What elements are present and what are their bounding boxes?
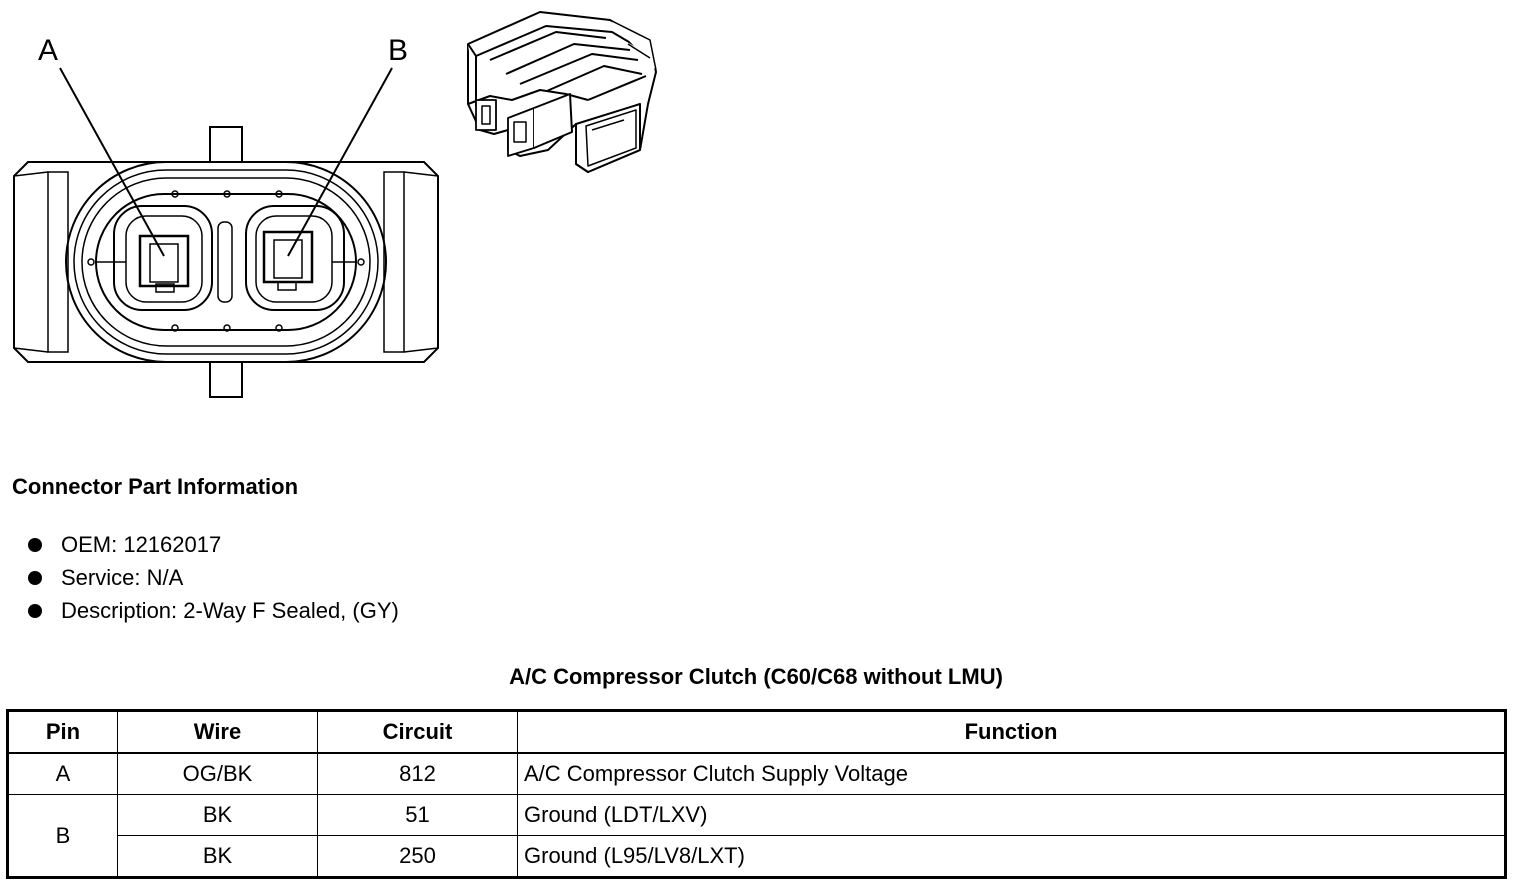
cell-wire: BK xyxy=(117,794,318,836)
top-tab xyxy=(209,126,243,163)
pin-a-label: A xyxy=(38,34,58,67)
left-rail xyxy=(47,171,69,353)
pin-b-label: B xyxy=(388,34,408,67)
connector-diagram: A B xyxy=(13,11,657,398)
oem-text: OEM: 12162017 xyxy=(61,532,222,557)
cavity-b xyxy=(245,205,345,311)
list-item: Service: N/A xyxy=(28,561,399,594)
table-header-row: Pin Wire Circuit Function xyxy=(7,710,1506,754)
cell-function: Ground (L95/LV8/LXT) xyxy=(517,835,1506,878)
connector-isometric-view xyxy=(467,11,657,173)
bullet-icon xyxy=(28,570,42,585)
cell-wire: OG/BK xyxy=(117,752,318,795)
table-row: BK 250 Ground (L95/LV8/LXT) xyxy=(8,835,1506,878)
cell-function: A/C Compressor Clutch Supply Voltage xyxy=(517,752,1506,795)
center-divider xyxy=(217,221,233,303)
description-text: Description: 2-Way F Sealed, (GY) xyxy=(61,598,399,623)
seal-ring-outer xyxy=(65,161,387,363)
cell-pin: B xyxy=(7,794,118,878)
header-circuit: Circuit xyxy=(317,710,518,754)
connector-housing xyxy=(13,161,439,363)
bottom-tab xyxy=(209,361,243,398)
table-title: A/C Compressor Clutch (C60/C68 without L… xyxy=(509,664,1003,689)
header-wire: Wire xyxy=(117,710,318,754)
part-info-list: OEM: 12162017 Service: N/A Description: … xyxy=(28,528,399,627)
cell-circuit: 812 xyxy=(317,752,518,795)
header-pin: Pin xyxy=(7,710,118,754)
cell-pin: A xyxy=(7,752,118,795)
part-info-heading: Connector Part Information xyxy=(12,474,299,499)
list-item: Description: 2-Way F Sealed, (GY) xyxy=(28,594,399,627)
cell-wire: BK xyxy=(117,835,318,878)
list-item: OEM: 12162017 xyxy=(28,528,399,561)
bullet-icon xyxy=(28,603,42,618)
pinout-table: Pin Wire Circuit Function A OG/BK 812 A/… xyxy=(6,709,1507,879)
table-row: A OG/BK 812 A/C Compressor Clutch Supply… xyxy=(7,752,1506,795)
cell-circuit: 250 xyxy=(317,835,518,878)
pin-a-leader xyxy=(59,67,165,257)
cell-circuit: 51 xyxy=(317,794,518,836)
cell-function: Ground (LDT/LXV) xyxy=(517,794,1506,836)
service-text: Service: N/A xyxy=(61,565,184,590)
table-row: B BK 51 Ground (LDT/LXV) xyxy=(7,794,1506,878)
bullet-icon xyxy=(28,537,42,552)
pin-b-leader xyxy=(287,67,393,257)
header-function: Function xyxy=(517,710,1506,754)
right-rail xyxy=(383,171,405,353)
terminal-a xyxy=(138,234,190,288)
cavity-a xyxy=(113,205,213,311)
